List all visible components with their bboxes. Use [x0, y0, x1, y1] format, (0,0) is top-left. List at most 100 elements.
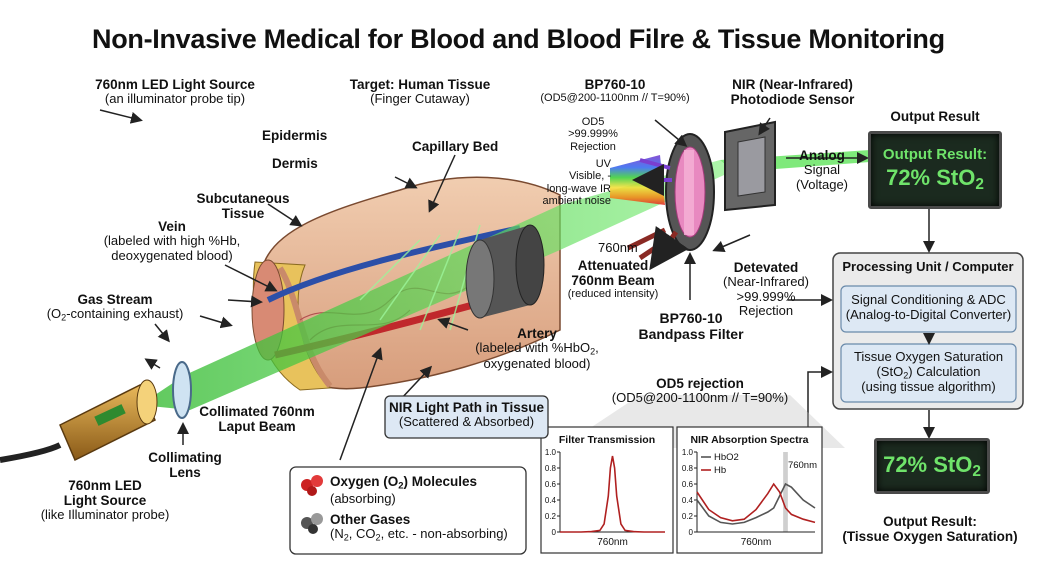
od5-note-1: OD5	[581, 116, 605, 128]
led-bottom-label: 760nm LED Light Source (like Illuminator…	[20, 478, 190, 523]
noise-label: UV Visible, - long-wave IR ambient noise	[527, 158, 612, 207]
output-bottom-screen: 72% StO2	[874, 438, 990, 494]
output-top-screen: Output Result: 72% StO2	[868, 131, 1002, 209]
nir-path-box	[384, 395, 549, 439]
sto2-calc-box: Tissue Oxygen Saturation (StO2) Calculat…	[841, 349, 1016, 395]
nir-path-label: NIR Light Path in Tissue (Scattered & Ab…	[385, 400, 548, 430]
artery-label: Artery (labeled with %HbO2, oxygenated b…	[462, 326, 612, 371]
og-c: , CO	[348, 526, 376, 542]
highlight-band	[783, 452, 788, 532]
o2-sub: (absorbing)	[330, 490, 396, 506]
source-label: 760nm LED Light Source	[95, 77, 255, 92]
og-e: , etc. - non-absorbing)	[380, 526, 508, 542]
gas-legend-box	[289, 466, 527, 555]
filter-top-sub: (OD5@200-1100nm // T=90%)	[540, 92, 690, 105]
collimated-1: Collimated 760nm	[199, 404, 315, 419]
chart2-plot: NIR Absorption Spectra00.20.40.60.81.076…	[682, 434, 817, 548]
output-top-value-sub: 2	[975, 175, 984, 193]
detevated-3: >99.999%	[736, 288, 796, 304]
y-tick-label: 0.6	[682, 480, 694, 489]
bp-filter-1: BP760-10	[659, 310, 723, 326]
sto2-calc-2: (StO2) Calculation	[841, 363, 1016, 380]
adc-box: Signal Conditioning & ADC (Analog-to-Dig…	[841, 292, 1016, 322]
y-tick-label: 0.4	[682, 496, 694, 505]
capillary-label: Capillary Bed	[412, 139, 499, 154]
processing-header: Processing Unit / Computer	[842, 259, 1014, 274]
noise-1: UV	[595, 158, 611, 170]
led-bottom-2: Light Source	[63, 493, 147, 509]
source-sub: (an illuminator probe tip)	[104, 91, 246, 107]
od5-rejection-label: OD5 rejection (OD5@200-1100nm // T=90%)	[595, 376, 805, 406]
legend-label: HbO2	[714, 452, 739, 463]
y-tick-label: 0.2	[545, 512, 557, 521]
gas-stream-title: Gas Stream	[77, 292, 153, 307]
sto2-calc-2b: 2	[903, 369, 909, 380]
y-tick-label: 0.8	[545, 464, 557, 473]
sto2-calc-2c: ) Calculation	[908, 363, 981, 379]
o2-a: Oxygen (O	[330, 474, 399, 489]
detevated-1: Detevated	[733, 260, 799, 275]
other-gases-legend-text: Other Gases (N2, CO2, etc. - non-absorbi…	[330, 512, 508, 543]
chart-title: NIR Absorption Spectra	[690, 434, 808, 446]
y-tick-label: 0.2	[682, 512, 694, 521]
source-label-block: 760nm LED Light Source (an illuminator p…	[70, 77, 280, 107]
od5-rejection-1: OD5 rejection	[656, 376, 744, 391]
vein-2: (labeled with high %Hb,	[103, 233, 241, 249]
og-d: 2	[375, 532, 381, 543]
od5-rejection-2: (OD5@200-1100nm // T=90%)	[611, 390, 789, 406]
vein-line	[266, 225, 521, 303]
gas-stream-sub-a: (O	[46, 306, 62, 322]
detevated-4: Rejection	[738, 303, 794, 319]
nir-path-2: (Scattered & Absorbed)	[398, 414, 535, 430]
legend-label: Hb	[714, 465, 726, 476]
o2-b: 2	[398, 480, 404, 492]
series-line-0	[560, 455, 665, 533]
bp-filter-2: Bandpass Filter	[638, 325, 744, 342]
page-title: Non-Invasive Medical for Blood and Blood…	[92, 24, 945, 54]
output-top-value: 72% StO	[886, 165, 976, 190]
collimated-label: Collimated 760nm Laput Beam	[192, 404, 322, 434]
y-tick-label: 0	[689, 528, 694, 537]
gas-stream-label: Gas Stream (O2-containing exhaust)	[10, 292, 220, 323]
x-axis-label: 760nm	[741, 537, 772, 548]
x-axis-label: 760nm	[597, 537, 628, 548]
analog-2: Signal	[803, 162, 841, 178]
sensor-label-block: NIR (Near-Infrared) Photodiode Sensor	[725, 77, 860, 107]
artery-2: (labeled with %HbO2,	[462, 340, 612, 357]
y-tick-label: 0.4	[545, 496, 557, 505]
collimating-1: Collimating	[148, 450, 222, 465]
target-sub: (Finger Cutaway)	[370, 91, 470, 107]
sto2-calc-3: (using tissue algorithm)	[861, 378, 996, 394]
target-label: Target: Human Tissue	[349, 77, 491, 92]
photodiode-sensor	[724, 120, 776, 212]
artery-2b: 2	[590, 346, 596, 357]
og-b: 2	[343, 532, 349, 543]
detevated-2: (Near-Infrared)	[723, 274, 809, 290]
dermis-label: Dermis	[272, 156, 318, 171]
collimating-lens	[172, 361, 192, 419]
y-tick-label: 0.8	[682, 464, 694, 473]
noise-3: long-wave IR	[546, 182, 611, 195]
vein-3: deoxygenated blood)	[111, 247, 233, 263]
subcutaneous-label: Subcutaneous Tissue	[188, 191, 298, 221]
collimating-2: Lens	[169, 465, 201, 481]
other-gas-molecule-icon	[301, 513, 323, 534]
chart-annotation: 760nm	[788, 460, 817, 471]
subcutaneous-label-2: Tissue	[221, 206, 265, 222]
od5-note: OD5 >99.999% Rejection	[555, 116, 631, 153]
vein-title: Vein	[158, 219, 186, 234]
analog-1: Analog	[799, 148, 845, 163]
led-probe	[0, 379, 158, 463]
detevated-label: Detevated (Near-Infrared) >99.999% Rejec…	[712, 260, 820, 319]
gas-stream-sub: (O2-containing exhaust)	[10, 306, 220, 323]
o2-c: ) Molecules	[403, 474, 478, 489]
adc-1: Signal Conditioning & ADC	[851, 292, 1006, 307]
gas-stream-sub-b: 2	[61, 312, 67, 323]
od5-note-2: >99.999%	[568, 128, 618, 141]
y-tick-label: 0.6	[545, 480, 557, 489]
analog-3: (Voltage)	[795, 176, 849, 192]
attenuated-1: Attenuated	[577, 258, 649, 273]
